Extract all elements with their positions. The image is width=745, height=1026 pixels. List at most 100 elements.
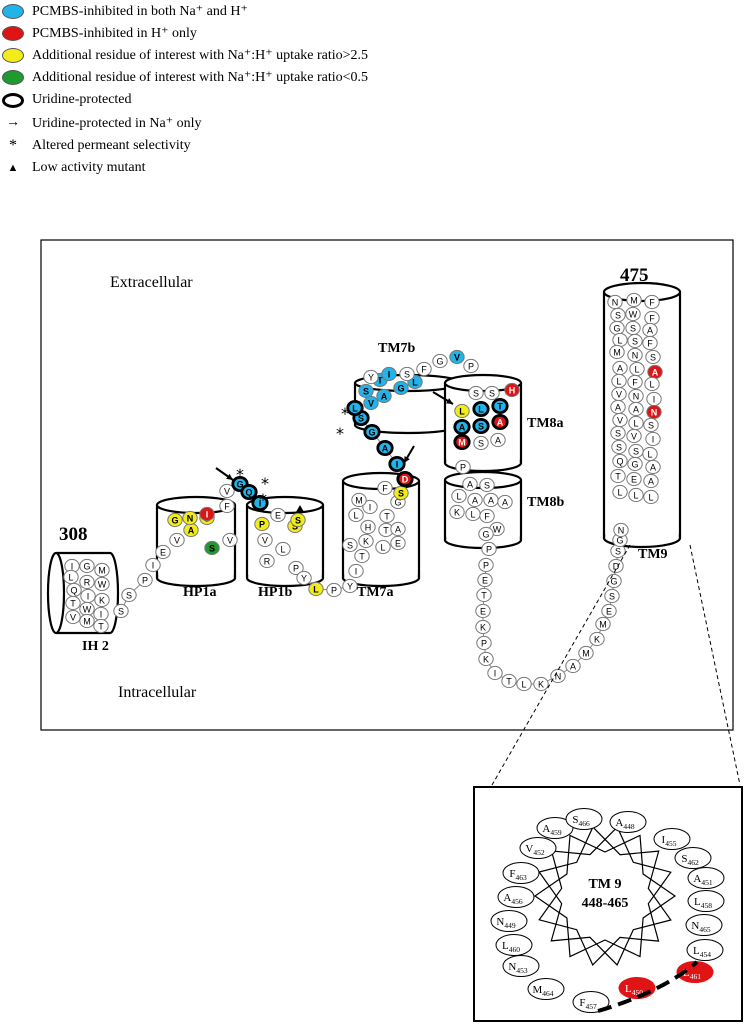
svg-text:T: T <box>506 677 512 687</box>
svg-text:K: K <box>538 680 544 690</box>
membrane-face-arc <box>597 960 699 1013</box>
svg-text:N: N <box>651 408 658 418</box>
residue-tm9: S <box>645 349 661 365</box>
asterisk-icon: * <box>236 465 244 484</box>
residue-tm7a: H <box>360 519 376 535</box>
residue-loop: T <box>476 587 492 603</box>
svg-text:N: N <box>612 298 619 308</box>
residue-ih2: M <box>79 613 95 629</box>
residue-tm8b: L <box>451 488 467 504</box>
residue-loop: N <box>550 668 566 684</box>
svg-text:G: G <box>83 562 90 572</box>
svg-text:E: E <box>606 607 612 617</box>
svg-text:L: L <box>353 511 358 521</box>
residue-tm8a: S <box>473 435 489 451</box>
svg-text:E: E <box>275 511 281 521</box>
residue-loop: N <box>613 522 629 538</box>
svg-text:A: A <box>570 662 576 672</box>
legend-label: Low activity mutant <box>32 160 146 175</box>
asterisk-icon: * <box>261 474 269 493</box>
wheel-residue: N449 <box>490 910 528 932</box>
svg-text:E: E <box>160 548 166 558</box>
residue-tm9: S <box>625 320 641 336</box>
svg-text:A448: A448 <box>615 817 634 831</box>
residue-tm7a: T <box>379 508 395 524</box>
wheel-range: 448-465 <box>582 896 629 911</box>
svg-text:V: V <box>70 613 76 623</box>
intracellular-label: Intracellular <box>118 684 197 701</box>
legend-label: Altered permeant selectivity <box>32 138 191 153</box>
svg-text:K: K <box>99 596 105 606</box>
svg-text:F: F <box>632 378 638 388</box>
svg-text:G: G <box>394 498 401 508</box>
residue-tm9: N <box>646 404 662 420</box>
legend-swatch <box>0 1 26 21</box>
helix-star-outline <box>533 834 677 958</box>
residue-tm7b: S <box>399 366 415 382</box>
wheel-residue: M464 <box>527 978 565 1000</box>
wheel-title: TM 9 <box>588 877 621 892</box>
residue-link_hp1b_tm7a: Y <box>342 578 358 594</box>
svg-text:I: I <box>653 395 656 405</box>
svg-text:I: I <box>87 592 90 602</box>
svg-text:T: T <box>497 402 503 412</box>
wheel-residue: L460 <box>495 934 533 956</box>
svg-text:N: N <box>555 672 562 682</box>
svg-text:L460: L460 <box>502 940 520 954</box>
residue-tm9: S <box>627 333 643 349</box>
svg-text:P: P <box>486 545 492 555</box>
residue-tm8b: S <box>479 477 495 493</box>
svg-text:L: L <box>470 510 475 520</box>
svg-text:A: A <box>650 463 656 473</box>
svg-text:A: A <box>652 368 659 378</box>
residue-loop: E <box>475 603 491 619</box>
svg-text:S: S <box>615 547 621 557</box>
residue-tm9: G <box>609 320 625 336</box>
residue-tm7a: K <box>358 533 374 549</box>
extracellular-label: Extracellular <box>110 274 193 291</box>
residue-hp1a: V <box>169 532 185 548</box>
svg-text:V: V <box>616 390 622 400</box>
svg-text:S: S <box>398 489 404 499</box>
svg-text:L: L <box>68 573 73 583</box>
svg-text:S: S <box>363 387 369 397</box>
wheel-residue: I455 <box>653 828 691 850</box>
svg-text:V: V <box>224 487 230 497</box>
svg-text:A: A <box>472 496 478 506</box>
svg-text:L450: L450 <box>625 983 643 997</box>
svg-text:W: W <box>83 605 92 615</box>
wheel-residue: A459 <box>536 817 574 839</box>
svg-text:I: I <box>355 567 358 577</box>
residue-hp1b: V <box>257 532 273 548</box>
residue-tm9: Q <box>612 453 628 469</box>
residue-hp1a: N <box>182 510 198 526</box>
residue-tm8a: A <box>491 413 509 430</box>
svg-text:M: M <box>98 566 106 576</box>
wheel-residue: L450 <box>618 977 656 999</box>
residue-tm9: F <box>644 294 660 310</box>
residue-ih2: W <box>94 576 110 592</box>
wheel-residue: L454 <box>686 939 724 961</box>
svg-text:N465: N465 <box>691 920 710 934</box>
svg-text:E: E <box>631 475 637 485</box>
residue-hp1a: I <box>199 506 215 522</box>
residue-tm9: I <box>646 391 662 407</box>
svg-text:A: A <box>467 480 473 490</box>
residue-tm7a: S <box>342 537 358 553</box>
legend-swatch <box>0 67 26 87</box>
residue-link_ih2_hp1a: P <box>137 572 153 588</box>
residue-tm7a: F <box>377 480 393 496</box>
svg-text:S: S <box>358 414 364 424</box>
svg-text:N453: N453 <box>508 961 527 975</box>
svg-text:A456: A456 <box>503 892 522 906</box>
legend-label: Uridine-protected in Na⁺ only <box>32 115 202 131</box>
residue-tm9: M <box>626 292 642 308</box>
svg-text:P: P <box>460 463 466 473</box>
asterisk-icon: * <box>336 424 344 443</box>
svg-text:T: T <box>481 591 487 601</box>
residue-tm8b: A <box>467 492 483 508</box>
svg-text:V: V <box>174 536 180 546</box>
residue-tm7a: M <box>351 492 367 508</box>
svg-text:N449: N449 <box>496 916 515 930</box>
